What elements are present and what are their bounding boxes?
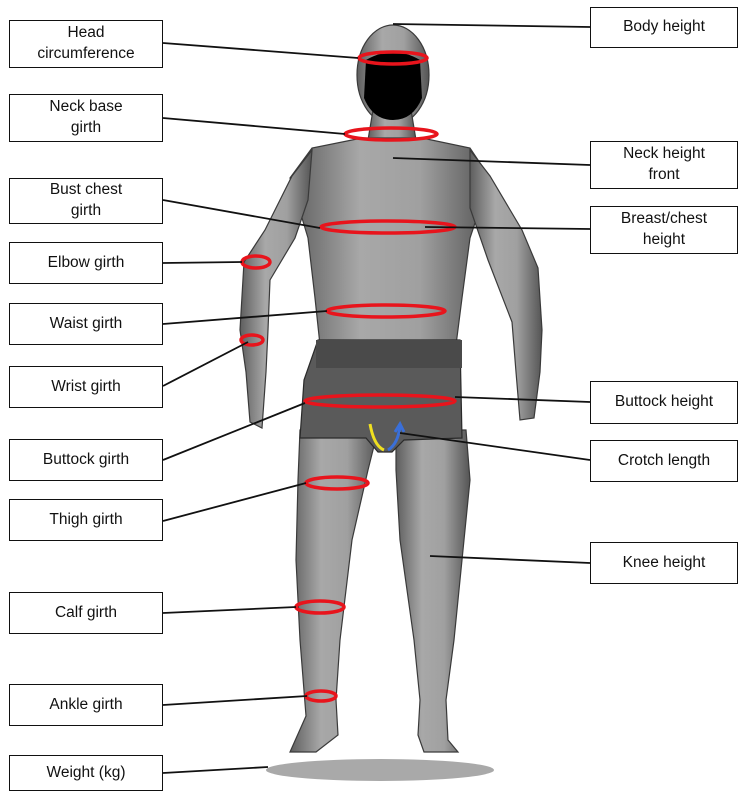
label-neck-height-front: Neck height front: [590, 141, 738, 189]
leader-buttock: [163, 403, 305, 460]
leader-weight: [163, 767, 268, 773]
label-head-circumference: Head circumference: [9, 20, 163, 68]
label-wrist-girth: Wrist girth: [9, 366, 163, 408]
label-ankle-girth: Ankle girth: [9, 684, 163, 726]
leader-head: [163, 43, 358, 58]
leader-body-height: [393, 24, 590, 27]
leader-calf: [163, 607, 296, 613]
leader-elbow: [163, 262, 242, 263]
leader-neck-base: [163, 118, 345, 134]
label-knee-height: Knee height: [590, 542, 738, 584]
label-crotch-length: Crotch length: [590, 440, 738, 482]
label-waist-girth: Waist girth: [9, 303, 163, 345]
label-bust-chest-girth: Bust chest girth: [9, 178, 163, 224]
leader-thigh: [163, 483, 306, 521]
label-neck-base-girth: Neck base girth: [9, 94, 163, 142]
label-body-height: Body height: [590, 7, 738, 48]
label-buttock-girth: Buttock girth: [9, 439, 163, 481]
shadow-shape: [266, 759, 494, 781]
label-elbow-girth: Elbow girth: [9, 242, 163, 284]
label-weight: Weight (kg): [9, 755, 163, 791]
leader-ankle: [163, 696, 307, 705]
leader-wrist: [163, 342, 248, 386]
label-breast-chest-height: Breast/chest height: [590, 206, 738, 254]
label-thigh-girth: Thigh girth: [9, 499, 163, 541]
label-buttock-height: Buttock height: [590, 381, 738, 424]
label-calf-girth: Calf girth: [9, 592, 163, 634]
